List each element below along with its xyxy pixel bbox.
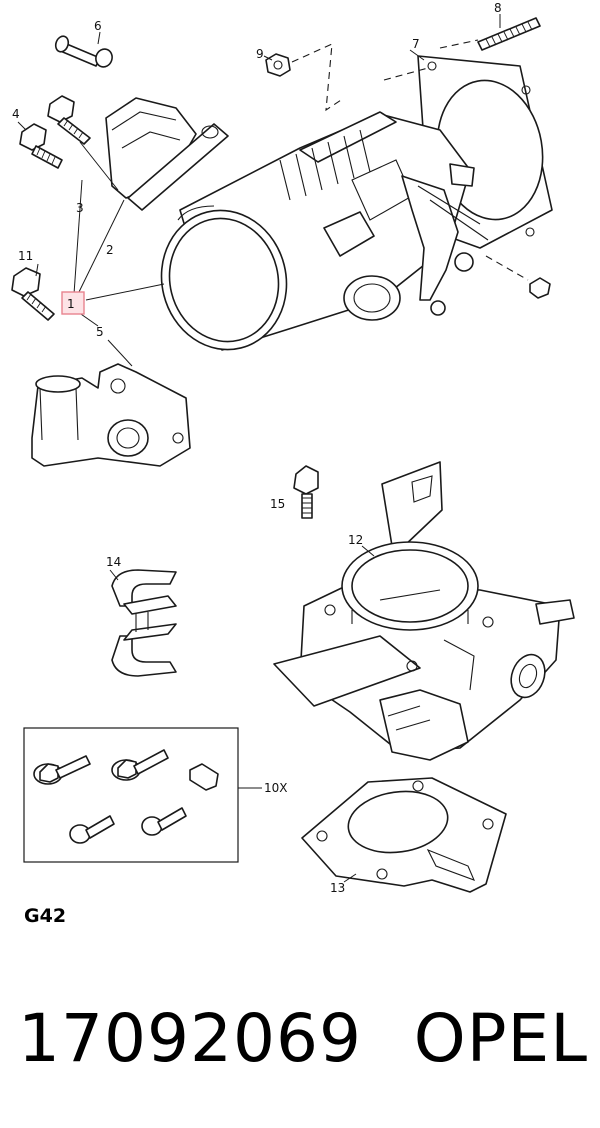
callout-9: 9 <box>256 47 264 61</box>
callout-13: 13 <box>330 881 345 895</box>
callout-15: 15 <box>270 497 285 511</box>
leader-lines <box>17 14 501 883</box>
callout-5: 5 <box>96 325 104 339</box>
kit-bolt-2 <box>111 749 169 781</box>
callout-12: 12 <box>348 533 363 547</box>
part-6-sleeve <box>54 35 113 68</box>
callout-11: 11 <box>18 249 33 263</box>
part-15-bolt <box>293 465 319 519</box>
part-12-throttle-body <box>273 461 575 761</box>
small-nut <box>529 277 551 299</box>
part-1-throttle-body <box>160 111 489 351</box>
part-9-nut <box>265 53 291 77</box>
section-code: G42 <box>24 905 67 927</box>
kit-clip <box>189 763 219 791</box>
part-5-position-sensor <box>31 363 191 467</box>
kit-screw-2 <box>141 807 187 836</box>
callout-1: 1 <box>67 297 75 311</box>
kit-box-10x <box>23 727 262 863</box>
part-4-bolt <box>19 123 63 169</box>
kit-screw-1 <box>69 815 115 844</box>
callout-10x: 10X <box>264 781 288 795</box>
part-13-gasket <box>301 777 507 893</box>
highlight-box <box>61 291 85 315</box>
callout-4: 4 <box>12 107 20 121</box>
callout-8: 8 <box>494 1 502 15</box>
callout-2: 2 <box>106 243 114 257</box>
part-8-stud <box>477 17 541 51</box>
part-14-clips <box>111 569 177 677</box>
callout-6: 6 <box>94 19 102 33</box>
callout-14: 14 <box>106 555 121 569</box>
kit-bolt-1 <box>33 755 91 785</box>
part-number: 17092069 <box>18 1000 362 1077</box>
callout-3: 3 <box>76 201 84 215</box>
part-3-bolt <box>47 95 91 145</box>
part-11-bolt <box>11 267 55 321</box>
brand-name: OPEL <box>413 1000 588 1077</box>
part-number-line: 17092069 OPEL <box>18 994 588 1084</box>
callout-7: 7 <box>412 37 420 51</box>
part-2-sensor <box>105 97 229 211</box>
